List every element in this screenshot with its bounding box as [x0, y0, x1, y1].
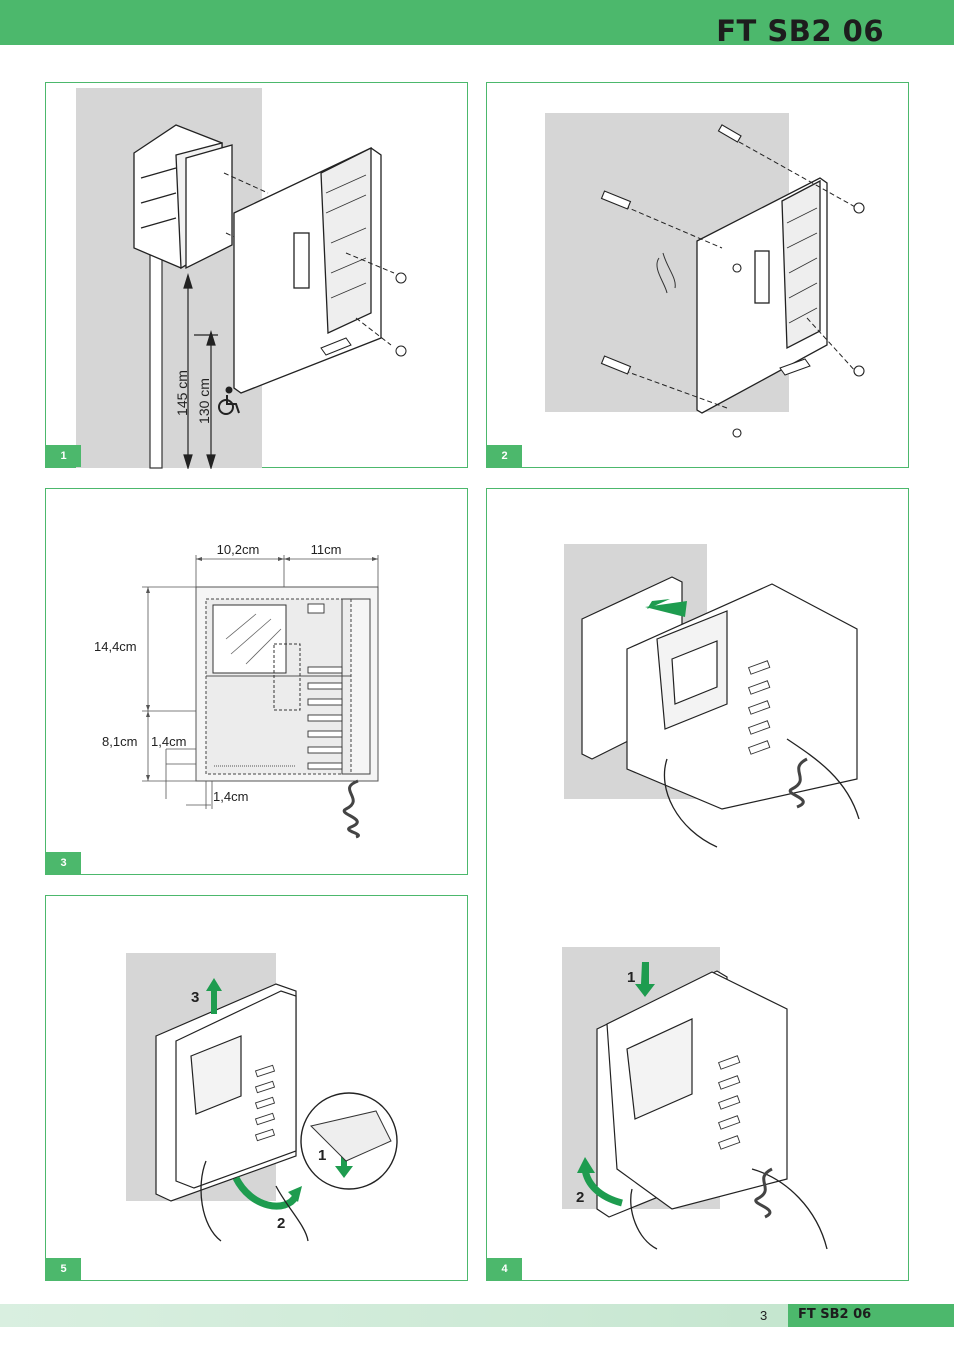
panel-2: 2: [486, 82, 909, 468]
callout-2: 2: [277, 1215, 285, 1232]
callout-1: 1: [318, 1147, 326, 1164]
document-title: FT SB2 06: [716, 14, 884, 48]
footer-tab: [788, 1304, 954, 1327]
illustration-plate-screws: [545, 113, 865, 438]
step-number: 2: [487, 445, 522, 467]
illustration-hook-device: 1 2: [562, 544, 860, 1250]
height-label-145: 145 cm: [174, 370, 190, 416]
callout-2: 2: [576, 1189, 584, 1206]
header-bar: [0, 0, 954, 45]
height-label-130: 130 cm: [196, 378, 212, 424]
panel-1: 145 cm 130 cm 1: [45, 82, 468, 469]
footer-bar: [0, 1304, 954, 1327]
step-number: 1: [46, 445, 81, 467]
wheelchair-icon: [218, 386, 240, 415]
illustration-wall-box-mounting: 145 cm 130 cm: [76, 88, 407, 469]
step-number: 3: [46, 852, 81, 874]
height-label-lower: 8,1cm: [102, 734, 137, 749]
panel-3: 10,2cm 11cm 14,4cm 8,1cm 1,4cm 1,4cm 3: [45, 488, 468, 875]
panel-5: 3 2 1 5: [45, 895, 468, 1281]
offset-label-horizontal: 1,4cm: [213, 789, 248, 804]
callout-3: 3: [191, 989, 199, 1006]
step-number: 4: [487, 1258, 522, 1280]
page-number: 3: [760, 1308, 768, 1323]
step-number: 5: [46, 1258, 81, 1280]
offset-label-vertical: 1,4cm: [151, 734, 186, 749]
height-label-upper: 14,4cm: [94, 639, 137, 654]
panel-4: 1 2 4: [486, 488, 909, 1281]
illustration-dimensions: 10,2cm 11cm 14,4cm 8,1cm 1,4cm 1,4cm: [94, 542, 379, 839]
width-label-screen: 10,2cm: [217, 542, 260, 557]
footer-document-code: FT SB2 06: [798, 1307, 872, 1322]
width-label-body: 11cm: [311, 542, 342, 557]
illustration-remove-device: 3 2 1: [126, 953, 398, 1242]
callout-1: 1: [627, 969, 635, 986]
